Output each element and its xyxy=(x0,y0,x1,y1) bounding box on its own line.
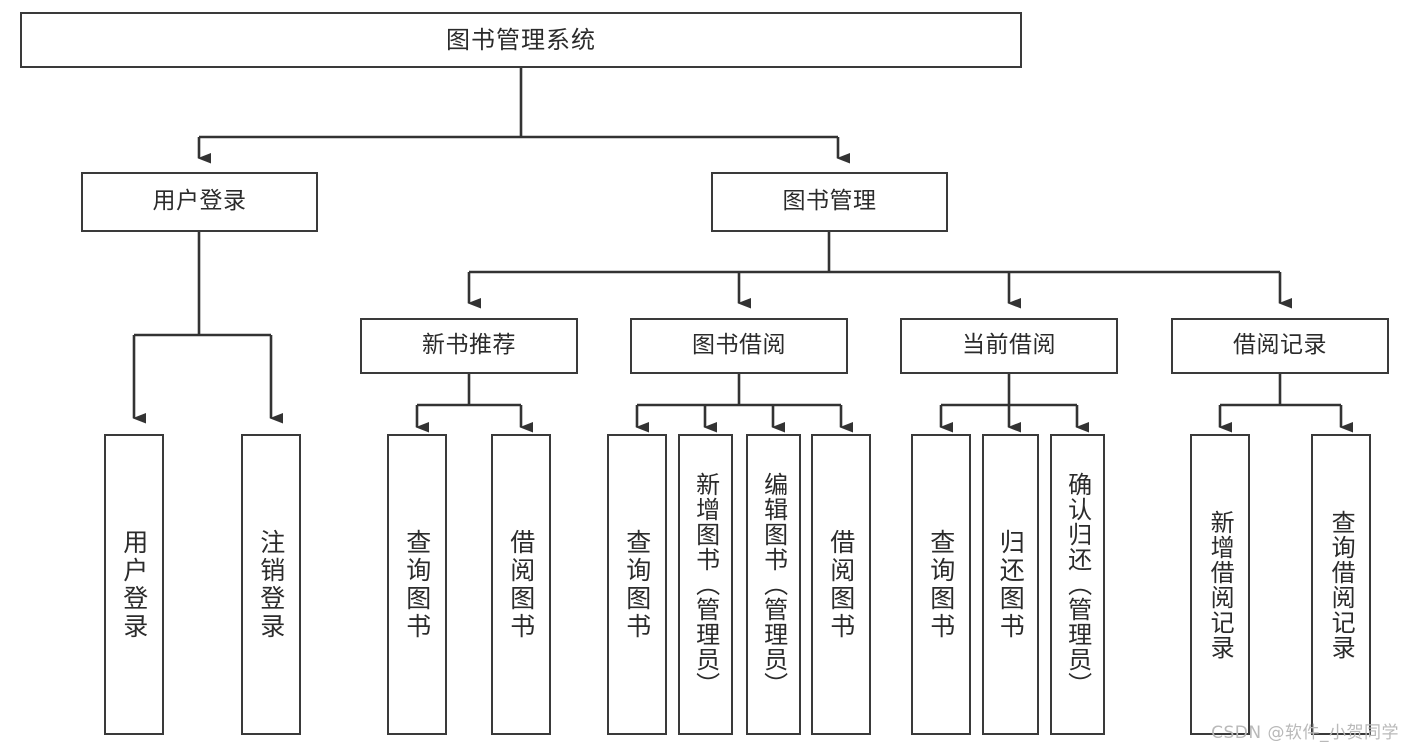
node-current-borrow[interactable]: 当前借阅 xyxy=(900,318,1118,374)
node-leaf-logout[interactable]: 注销登录 xyxy=(241,434,301,735)
node-label: 注销登录 xyxy=(256,528,286,641)
node-label: 归还图书 xyxy=(996,528,1026,641)
node-leaf-query-book-current[interactable]: 查询图书 xyxy=(911,434,971,735)
node-book-borrow[interactable]: 图书借阅 xyxy=(630,318,848,374)
node-label: 用户登录 xyxy=(152,188,247,215)
node-borrow-record[interactable]: 借阅记录 xyxy=(1171,318,1389,374)
node-leaf-query-borrow-record[interactable]: 查询借阅记录 xyxy=(1311,434,1371,735)
node-leaf-add-borrow-record[interactable]: 新增借阅记录 xyxy=(1190,434,1250,735)
node-leaf-borrow-book[interactable]: 借阅图书 xyxy=(811,434,871,735)
node-label: 查询图书 xyxy=(622,528,652,641)
node-label: 确认归还（管理员） xyxy=(1063,472,1092,697)
node-leaf-query-book-new[interactable]: 查询图书 xyxy=(387,434,447,735)
node-leaf-query-book-borrow[interactable]: 查询图书 xyxy=(607,434,667,735)
node-label: 图书管理 xyxy=(782,188,877,215)
node-label: 查询图书 xyxy=(926,528,956,641)
node-leaf-add-book-admin[interactable]: 新增图书（管理员） xyxy=(678,434,733,735)
node-label: 查询借阅记录 xyxy=(1327,509,1356,660)
node-label: 借阅图书 xyxy=(826,528,856,641)
node-leaf-borrow-book-new[interactable]: 借阅图书 xyxy=(491,434,551,735)
node-book-management[interactable]: 图书管理 xyxy=(711,172,948,232)
node-leaf-confirm-return-admin[interactable]: 确认归还（管理员） xyxy=(1050,434,1105,735)
node-label: 借阅记录 xyxy=(1233,332,1327,359)
node-leaf-edit-book-admin[interactable]: 编辑图书（管理员） xyxy=(746,434,801,735)
node-leaf-user-login[interactable]: 用户登录 xyxy=(104,434,164,735)
node-label: 新增借阅记录 xyxy=(1206,509,1235,660)
node-new-book-recommend[interactable]: 新书推荐 xyxy=(360,318,578,374)
node-label: 查询图书 xyxy=(402,528,432,641)
node-label: 借阅图书 xyxy=(506,528,536,641)
node-label: 新增图书（管理员） xyxy=(691,472,720,697)
node-label: 新书推荐 xyxy=(422,332,516,359)
node-label: 当前借阅 xyxy=(962,332,1056,359)
node-label: 图书管理系统 xyxy=(446,25,596,54)
node-label: 编辑图书（管理员） xyxy=(759,472,788,697)
watermark: CSDN @软件_小贺同学 xyxy=(1211,723,1399,743)
node-root-book-management-system[interactable]: 图书管理系统 xyxy=(20,12,1022,68)
node-label: 图书借阅 xyxy=(692,332,786,359)
node-user-login[interactable]: 用户登录 xyxy=(81,172,318,232)
node-leaf-return-book[interactable]: 归还图书 xyxy=(982,434,1039,735)
node-label: 用户登录 xyxy=(119,528,149,641)
